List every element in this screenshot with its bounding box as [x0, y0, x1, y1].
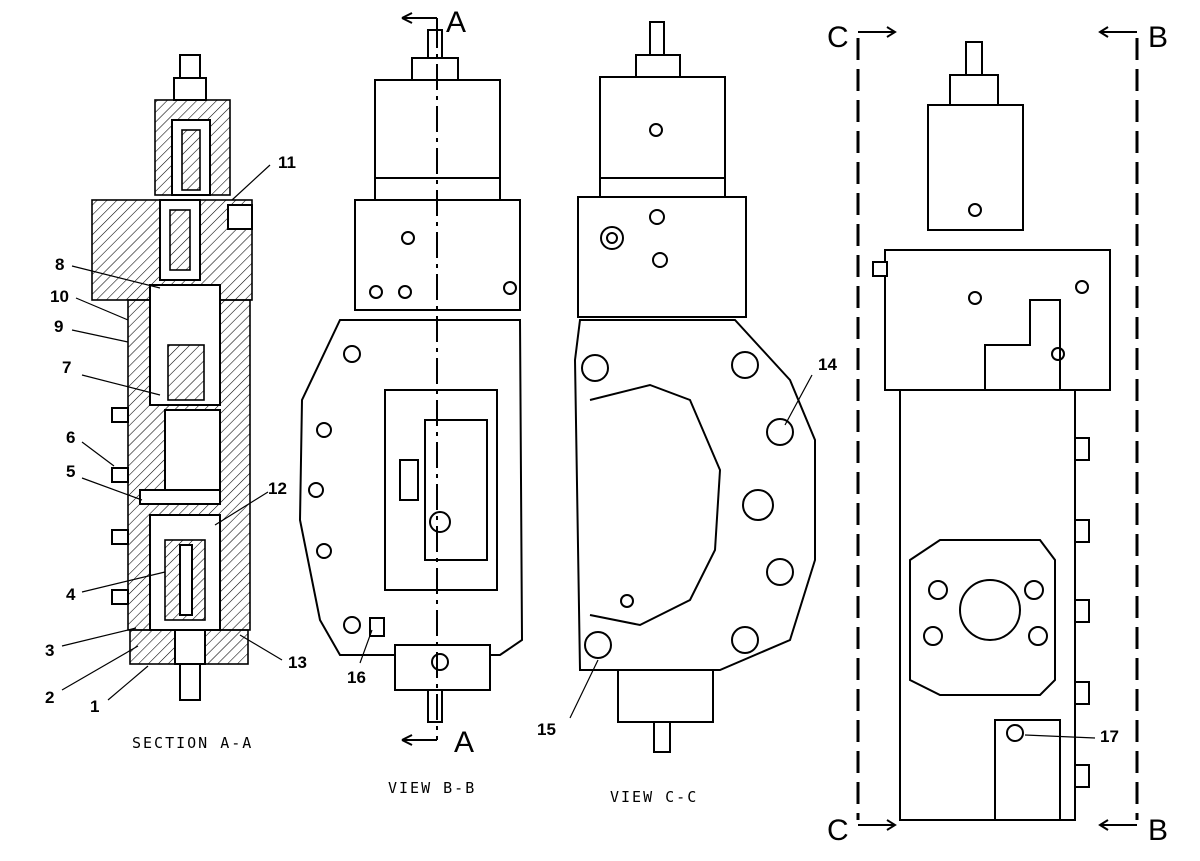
mark-c-top: C [827, 21, 849, 54]
callout-7: 7 [62, 358, 71, 377]
mark-c-bottom: C [827, 814, 849, 847]
callout-13: 13 [288, 653, 307, 672]
callout-12: 12 [268, 479, 287, 498]
callout-14: 14 [818, 355, 837, 374]
view-cc-drawing: 15 14 VIEW C-C [537, 21, 837, 806]
callout-4: 4 [66, 585, 76, 604]
section-aa-drawing [91, 54, 253, 701]
mark-b-bottom: B [1148, 814, 1168, 847]
callout-6: 6 [66, 428, 75, 447]
callout-9: 9 [54, 317, 63, 336]
section-aa-caption: SECTION A-A [132, 734, 253, 752]
view-bb-drawing [298, 12, 524, 746]
section-a-bottom-label: A [454, 726, 474, 759]
view-cc-caption: VIEW C-C [610, 788, 698, 806]
view-bb-caption: VIEW B-B [388, 779, 476, 797]
callout-16: 16 [347, 668, 366, 687]
callout-2: 2 [45, 688, 54, 707]
mark-b-top: B [1148, 21, 1168, 54]
view-right-drawing: 17 C C B B [827, 21, 1168, 847]
section-a-top-label: A [446, 6, 466, 39]
section-aa-callouts: 1 2 3 4 5 6 7 9 10 8 11 12 13 SECTION A-… [45, 153, 307, 752]
callout-5: 5 [66, 462, 75, 481]
callout-1: 1 [90, 697, 99, 716]
callout-10: 10 [50, 287, 69, 306]
callout-8: 8 [55, 255, 64, 274]
callout-17: 17 [1100, 727, 1119, 746]
callout-3: 3 [45, 641, 54, 660]
callout-15: 15 [537, 720, 556, 739]
callout-11: 11 [278, 153, 296, 172]
view-bb-labels: A A 16 VIEW B-B [347, 6, 476, 797]
